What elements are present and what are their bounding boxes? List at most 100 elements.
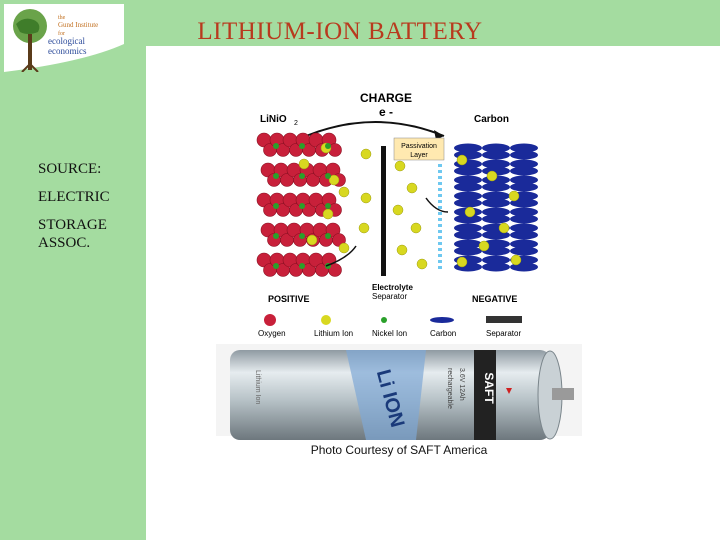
positive-label: POSITIVE [268,294,310,304]
lithium-ion [306,234,318,246]
passivation-label: Layer [410,152,428,159]
legend-lithium-icon [321,315,331,325]
lithium-ion [396,244,408,256]
red-triangle-icon [506,388,512,394]
carbon-layer [482,255,510,265]
svg-text:the: the [58,15,66,21]
carbon-layer [454,214,482,224]
legend: Oxygen Lithium Ion Nickel Ion Carbon Sep… [258,314,522,338]
carbon-layer [454,143,482,153]
separator-bar [381,146,386,276]
source-line: ELECTRIC [38,189,110,205]
carbon-layer [510,150,538,160]
nickel-ion [325,233,331,239]
carbon-layer [482,191,510,201]
electron-label: e - [379,105,393,119]
arrow-head-icon [434,130,444,140]
battery-specs: rechargeable [446,368,453,409]
legend-label: Carbon [430,329,456,338]
lithium-ion [498,222,510,234]
lithium-ion [406,182,418,194]
passivation-label: Passivation [401,143,437,150]
carbon-layer [510,143,538,153]
carbon-layer [482,214,510,224]
nickel-ion [325,203,331,209]
carbon-layer [510,182,538,192]
nickel-ion [299,233,305,239]
nickel-ion [299,173,305,179]
saft-band [474,350,496,440]
carbon-layer [482,150,510,160]
ion-arrow [325,245,357,267]
nickel-ion [273,173,279,179]
battery-figure: CHARGE e - LiNiO 2 Carbon Passivation La… [216,88,582,462]
carbon-layer [454,223,482,233]
svg-text:ecological: ecological [48,36,85,46]
battery-specs: 3.6V 12Ah [458,368,465,401]
svg-text:Gund Institute: Gund Institute [58,21,98,29]
lithium-ion [456,256,468,268]
carbon-layer [454,198,482,208]
legend-carbon-icon [430,317,454,323]
carbon-layer [454,246,482,256]
carbon-layer [510,175,538,185]
legend-label: Separator [486,329,521,338]
lithium-ion [394,160,406,172]
lithium-ion [486,170,498,182]
oxygen-atom [328,263,342,277]
ion-arrow [425,197,449,213]
li-ion-logo-shape [346,350,426,440]
lithium-ion [392,204,404,216]
source-line: SOURCE: [38,161,102,177]
lithium-ion [328,174,340,186]
lithium-ion [508,190,520,202]
lithium-ion [510,254,522,266]
cathode-label: LiNiO [260,114,287,125]
nickel-ion [299,143,305,149]
lithium-ion [360,192,372,204]
battery-side-text: Lithium Ion [254,370,261,404]
legend-label: Oxygen [258,329,286,338]
battery-terminal [552,388,574,400]
nickel-ion [273,143,279,149]
carbon-layer [510,223,538,233]
carbon-layer [482,246,510,256]
separator-label: Separator [372,292,407,301]
photo-caption: Photo Courtesy of SAFT America [310,443,488,457]
carbon-layer [454,175,482,185]
source-line: ASSOC. [38,235,91,251]
lithium-ion [338,242,350,254]
passivation-box [393,137,445,161]
lithium-ion [322,208,334,220]
battery-diagram: CHARGE e - LiNiO 2 Carbon Passivation La… [216,91,582,440]
negative-label: NEGATIVE [472,294,517,304]
nickel-ion [273,263,279,269]
carbon-layers [454,143,538,272]
carbon-layer [482,143,510,153]
carbon-layer [482,182,510,192]
anode-label: Carbon [474,114,509,125]
left-green-bar [0,0,146,540]
nickel-ion [273,203,279,209]
carbon-layer [482,262,510,272]
gund-institute-logo: the Gund Institute for ecological econom… [4,4,124,73]
lithium-ion [360,148,372,160]
lithium-ion [416,258,428,270]
lithium-ion [410,222,422,234]
lithium-ion [338,186,350,198]
legend-oxygen-icon [264,314,276,326]
lithium-ion [298,158,310,170]
carbon-layer [454,191,482,201]
carbon-layer [454,239,482,249]
source-note: SOURCE: ELECTRIC STORAGE ASSOC. [38,160,138,262]
lithium-ion [464,206,476,218]
carbon-layer [510,214,538,224]
legend-nickel-icon [381,317,387,323]
legend-label: Nickel Ion [372,329,407,338]
carbon-layer [454,182,482,192]
charge-arrow [305,121,445,137]
nickel-ion [299,263,305,269]
svg-text:for: for [58,30,65,37]
nickel-ion [325,143,331,149]
source-line: STORAGE [38,217,107,233]
